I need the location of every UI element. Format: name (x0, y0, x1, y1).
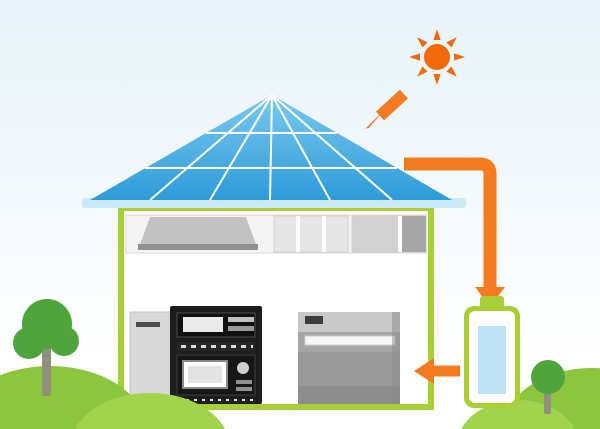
kitchen-unit (170, 306, 262, 404)
sun-core (424, 44, 450, 70)
tree-trunk (544, 390, 551, 414)
microwave-button (236, 380, 252, 384)
window-mullion (322, 216, 326, 252)
dishwasher-control (305, 316, 323, 324)
dishwasher-side-shade (392, 312, 400, 404)
tree-trunk (42, 346, 51, 396)
window-mullion (296, 216, 300, 252)
house (118, 205, 434, 410)
roof-grid-lines (145, 94, 397, 201)
sun-icon (409, 29, 465, 85)
dishwasher-slot (304, 335, 396, 346)
first-floor-appliances (129, 306, 400, 405)
battery-storage-icon (464, 296, 520, 408)
tree-crown (13, 327, 45, 359)
second-floor-windows (125, 214, 427, 254)
microwave-knob (237, 362, 249, 374)
range-hood-strip (138, 244, 258, 250)
window-right-dark-pane (402, 216, 426, 252)
tree-icon (13, 299, 79, 396)
roof-eave (82, 198, 466, 208)
microwave-button (236, 387, 252, 391)
arrow-head (365, 106, 388, 129)
tree-icon (531, 360, 565, 414)
tree-crown (531, 360, 565, 394)
bush-icon (74, 393, 226, 429)
dishwasher-top-band (298, 312, 400, 332)
arrow-shaft (375, 89, 409, 121)
solar-panel-roof (82, 94, 466, 208)
battery-cell (478, 326, 506, 394)
arrow-shaft (404, 157, 497, 289)
microwave-window-inner (188, 366, 222, 383)
control-button-row (228, 317, 254, 322)
window-middle (273, 215, 349, 253)
window-mullion (398, 216, 402, 252)
arrow-sun-to-roof-icon (365, 89, 409, 129)
left-greenery (0, 299, 226, 429)
dishwasher (298, 312, 400, 404)
cabinet-handle (136, 322, 160, 327)
arrow-head (414, 358, 434, 384)
roof-grid (145, 94, 397, 201)
dishwasher-front-shade (298, 386, 400, 404)
control-display-screen (183, 317, 223, 332)
arrow-battery-to-house-icon (414, 358, 460, 384)
control-button-row (228, 326, 254, 331)
tree-crown (49, 326, 79, 356)
range-hood-shape (138, 217, 258, 250)
